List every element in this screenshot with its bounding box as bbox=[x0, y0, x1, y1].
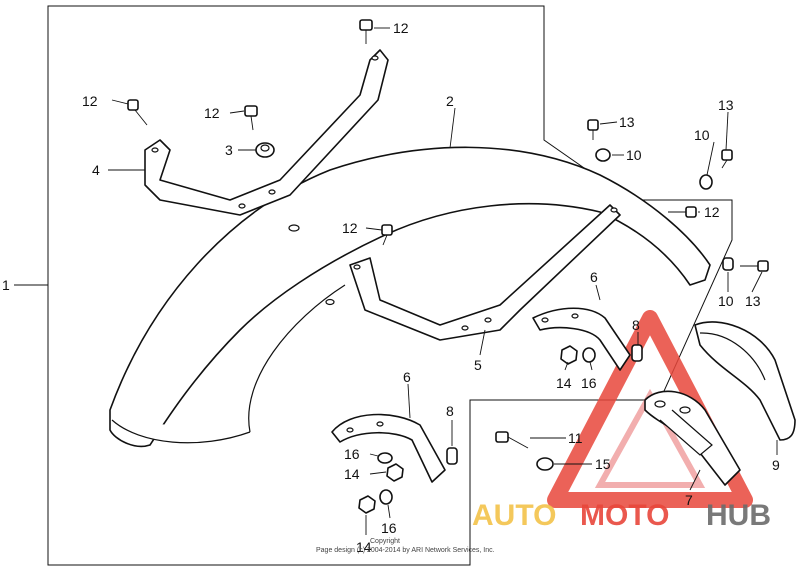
callout-6-lower: 6 bbox=[403, 369, 411, 385]
bolt-13-top bbox=[587, 119, 599, 140]
callout-2: 2 bbox=[446, 93, 454, 109]
bolt-12-mid bbox=[244, 105, 258, 131]
callout-12-right: 12 bbox=[704, 204, 720, 220]
fork-clamp-lower bbox=[331, 413, 446, 483]
bolt-12-center bbox=[381, 224, 393, 246]
bolt-12-top bbox=[359, 19, 373, 44]
callout-16-upper: 16 bbox=[581, 375, 597, 391]
copyright-line-2: Page design (c) 2004-2014 by ARI Network… bbox=[316, 547, 495, 554]
watermark-auto: AUTO bbox=[472, 499, 556, 532]
callout-1: 1 bbox=[2, 277, 10, 293]
washer-16-lower bbox=[377, 452, 393, 464]
nut-14-lower bbox=[386, 463, 404, 482]
callout-13-top: 13 bbox=[619, 114, 635, 130]
callout-3: 3 bbox=[225, 142, 233, 158]
callout-12-left: 12 bbox=[82, 93, 98, 109]
callout-13-right: 13 bbox=[718, 97, 734, 113]
copyright-line-1: Copyright bbox=[370, 538, 400, 545]
callout-8-upper: 8 bbox=[632, 317, 640, 333]
fender-stay-rear bbox=[144, 49, 389, 216]
fork-clamp-upper bbox=[532, 307, 631, 371]
callout-7-upper: 7 bbox=[685, 492, 693, 508]
watermark-hub: HUB bbox=[706, 499, 771, 532]
grommet-10-a bbox=[595, 148, 611, 162]
leader-lines bbox=[14, 27, 778, 535]
collar-3 bbox=[255, 142, 275, 158]
nut-14-bottom bbox=[358, 495, 376, 514]
callout-10-a: 10 bbox=[626, 147, 642, 163]
callout-13-lower: 13 bbox=[745, 293, 761, 309]
callout-10-b: 10 bbox=[694, 127, 710, 143]
callout-16-bottom: 16 bbox=[381, 520, 397, 536]
fender-brace bbox=[349, 204, 621, 341]
bolt-13-right bbox=[721, 149, 733, 169]
front-fender bbox=[109, 146, 711, 448]
grommet-10-b bbox=[699, 174, 713, 190]
washer-16-bottom bbox=[379, 489, 393, 505]
washer-16-upper bbox=[582, 347, 596, 363]
callout-12-top: 12 bbox=[393, 20, 409, 36]
callout-14-upper: 14 bbox=[556, 375, 572, 391]
callout-5: 5 bbox=[474, 357, 482, 373]
collar-8-upper bbox=[631, 344, 643, 362]
grommet-10-c bbox=[722, 257, 734, 271]
callout-8-lower: 8 bbox=[446, 403, 454, 419]
callout-14-bottom: 14 bbox=[356, 539, 372, 555]
emblem-bracket bbox=[644, 390, 741, 486]
callout-15: 15 bbox=[595, 456, 611, 472]
emblem-plate bbox=[694, 321, 796, 441]
callout-12-mid: 12 bbox=[204, 105, 220, 121]
collar-8-lower bbox=[446, 447, 458, 465]
callout-10-c: 10 bbox=[718, 293, 734, 309]
callout-6-upper: 6 bbox=[590, 269, 598, 285]
washer-15 bbox=[536, 457, 554, 471]
callout-12-center: 12 bbox=[342, 220, 358, 236]
bolt-12-left bbox=[127, 99, 148, 126]
bolt-12-right bbox=[668, 206, 697, 218]
bolt-11 bbox=[495, 431, 529, 449]
watermark-moto: MOTO bbox=[580, 499, 669, 532]
assembly-frame bbox=[47, 5, 733, 566]
callout-4: 4 bbox=[92, 162, 100, 178]
callout-14-lower: 14 bbox=[344, 466, 360, 482]
callout-9: 9 bbox=[772, 457, 780, 473]
callout-11: 11 bbox=[568, 430, 583, 446]
nut-14-upper bbox=[560, 345, 578, 365]
bolt-13-lower bbox=[740, 260, 769, 272]
callout-16-lower: 16 bbox=[344, 446, 360, 462]
watermark-text: AUTO MOTO HUB bbox=[472, 499, 771, 532]
